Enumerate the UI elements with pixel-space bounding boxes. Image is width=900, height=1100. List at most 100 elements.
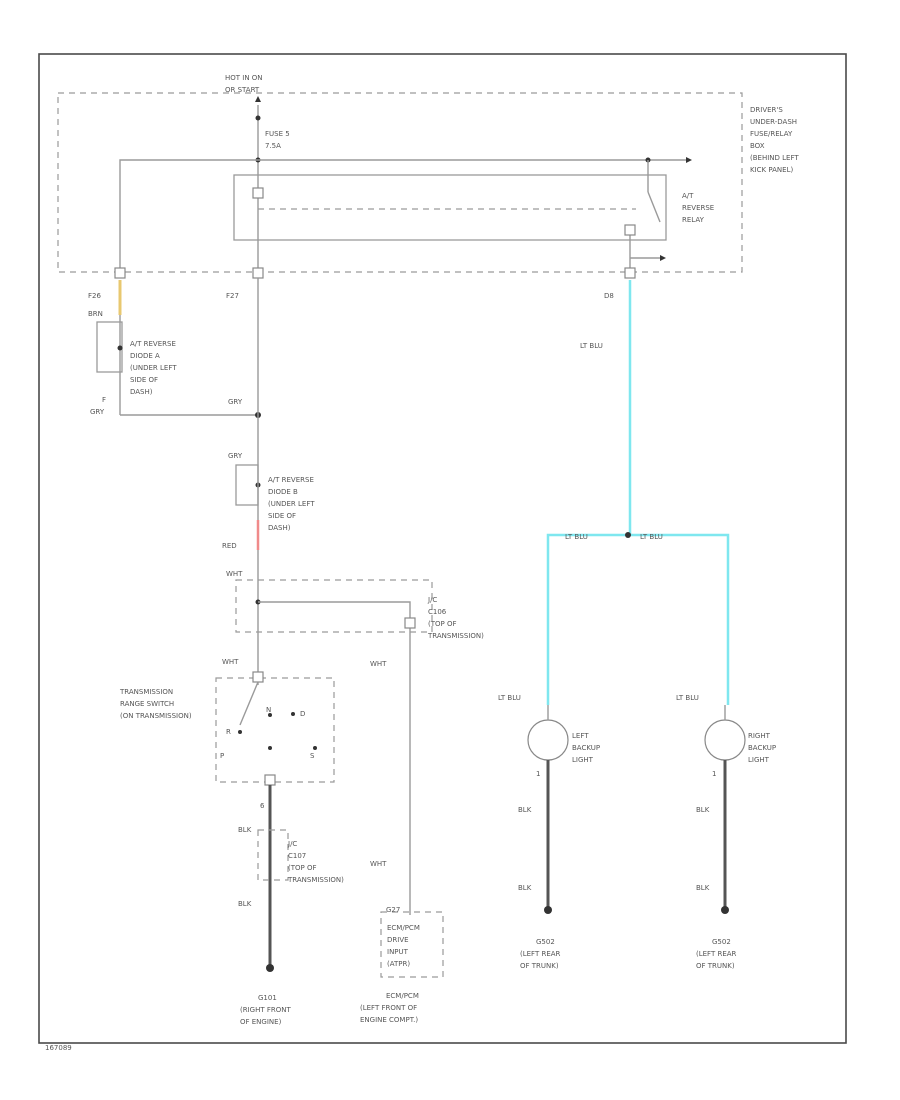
label-relay-3: RELAY: [682, 216, 705, 224]
label-blk-l1: BLK: [518, 806, 532, 814]
label-f26: F26: [88, 292, 101, 300]
label-fuse-box-2: UNDER-DASH: [750, 118, 797, 126]
label-fuse-1: FUSE 5: [265, 130, 290, 138]
label-blk-l2: BLK: [518, 884, 532, 892]
relay-coil-pin: [252, 187, 264, 199]
label-c106-4: TRANSMISSION): [427, 632, 484, 640]
label-g502-right-1: G502: [712, 938, 731, 946]
range-switch-pin-bottom: [264, 774, 276, 786]
g502-left-ground-icon: [544, 906, 552, 914]
label-left-light-1: LEFT: [572, 732, 589, 740]
label-ecm-pin: G27: [386, 906, 400, 914]
lt-blu-splice-node: [625, 532, 631, 538]
label-gry-b: GRY: [228, 452, 243, 460]
relay-switch-contact: [647, 191, 661, 223]
label-ecm-box-1: ECM/PCM: [387, 924, 420, 932]
label-diode-b-4: SIDE OF: [268, 512, 296, 520]
label-ecm-box-4: (ATPR): [387, 960, 410, 968]
label-pin-f: F: [102, 396, 106, 404]
label-left-light-3: LIGHT: [572, 756, 594, 764]
label-lt-blu-la: LT BLU: [498, 694, 521, 702]
label-g502-right-3: OF TRUNK): [696, 962, 735, 970]
label-ecm-box-3: INPUT: [387, 948, 409, 956]
label-c107-1: J/C: [287, 840, 297, 848]
label-g502-left-1: G502: [536, 938, 555, 946]
label-pin-1r: 1: [712, 770, 716, 778]
label-ecm-1: ECM/PCM: [386, 992, 419, 1000]
label-left-light-2: BACKUP: [572, 744, 600, 752]
label-ecm-2: (LEFT FRONT OF: [360, 1004, 417, 1012]
label-red: RED: [222, 542, 237, 550]
label-blk-r2: BLK: [696, 884, 710, 892]
switch-pos-p: [268, 746, 272, 750]
label-lt-blu-r: LT BLU: [640, 533, 663, 541]
label-fuse-box-5: (BEHIND LEFT: [750, 154, 799, 162]
diode-b-box: [235, 464, 259, 506]
label-wht-2: WHT: [370, 660, 387, 668]
label-f27: F27: [226, 292, 239, 300]
label-pos-n: N: [266, 706, 271, 714]
ecm-box-outline: [380, 911, 444, 978]
label-lt-blu-top: LT BLU: [580, 342, 603, 350]
relay-box: [233, 174, 667, 241]
range-switch-pin-top: [252, 671, 264, 683]
label-relay-2: REVERSE: [682, 204, 714, 212]
label-diode-a-5: DASH): [130, 388, 153, 396]
label-c107-3: (TOP OF: [288, 864, 317, 872]
top-bus-wire: [119, 159, 686, 272]
label-c106-1: J/C: [427, 596, 437, 604]
label-diode-b-5: DASH): [268, 524, 291, 532]
fuse-top-node: [255, 115, 261, 121]
label-wht-3: WHT: [222, 658, 239, 666]
label-right-light-1: RIGHT: [748, 732, 771, 740]
connector-f26: [114, 267, 126, 279]
label-blk-r1: BLK: [696, 806, 710, 814]
label-g502-right-2: (LEFT REAR: [696, 950, 737, 958]
label-gry-left: GRY: [90, 408, 105, 416]
range-switch-outline: [215, 677, 335, 783]
label-hot-in-on-1: HOT IN ON: [225, 74, 263, 82]
label-pin-6: 6: [260, 802, 265, 810]
switch-pos-s: [313, 746, 317, 750]
label-pos-s: S: [310, 752, 315, 760]
c106-outline: [235, 579, 433, 633]
label-pos-p: P: [220, 752, 224, 760]
label-c106-2: C106: [428, 608, 447, 616]
label-diode-b-1: A/T REVERSE: [268, 476, 314, 484]
g502-right-ground-icon: [721, 906, 729, 914]
label-lt-blu-ra: LT BLU: [676, 694, 699, 702]
label-right-light-2: BACKUP: [748, 744, 776, 752]
label-trs-3: (ON TRANSMISSION): [120, 712, 192, 720]
label-fuse-box-1: DRIVER'S: [750, 106, 783, 114]
connector-d8: [624, 267, 636, 279]
label-fuse-2: 7.5A: [265, 142, 281, 150]
label-g502-left-3: OF TRUNK): [520, 962, 559, 970]
label-relay-1: A/T: [682, 192, 694, 200]
label-c107-2: C107: [288, 852, 306, 860]
label-diode-a-3: (UNDER LEFT: [130, 364, 177, 372]
label-pos-r: R: [226, 728, 231, 736]
hot-arrow-icon: [255, 96, 261, 102]
label-fuse-box-4: BOX: [750, 142, 765, 150]
lt-blu-branch-wire: [546, 533, 730, 705]
label-g101-3: OF ENGINE): [240, 1018, 282, 1026]
label-fuse-box-3: FUSE/RELAY: [750, 130, 793, 138]
label-g101-2: (RIGHT FRONT: [240, 1006, 291, 1014]
label-right-light-3: LIGHT: [748, 756, 770, 764]
range-switch-arm: [239, 681, 259, 726]
label-trs-1: TRANSMISSION: [119, 688, 173, 696]
label-hot-in-on-2: OR START: [225, 86, 260, 94]
label-fuse-box-6: KICK PANEL): [750, 166, 793, 174]
label-blk-2: BLK: [238, 900, 252, 908]
label-blk-1: BLK: [238, 826, 252, 834]
label-brn: BRN: [88, 310, 103, 318]
label-ecm-3: ENGINE COMPT.): [360, 1016, 418, 1024]
relay-stub-arrow-icon: [660, 255, 666, 261]
label-ecm-box-2: DRIVE: [387, 936, 409, 944]
switch-pos-n: [268, 713, 272, 717]
left-backup-light-icon: [527, 719, 569, 761]
fuse-relay-box-outline: [57, 92, 743, 273]
label-diode-b-2: DIODE B: [268, 488, 298, 496]
label-lt-blu-l: LT BLU: [565, 533, 588, 541]
label-c107-4: TRANSMISSION): [287, 876, 344, 884]
